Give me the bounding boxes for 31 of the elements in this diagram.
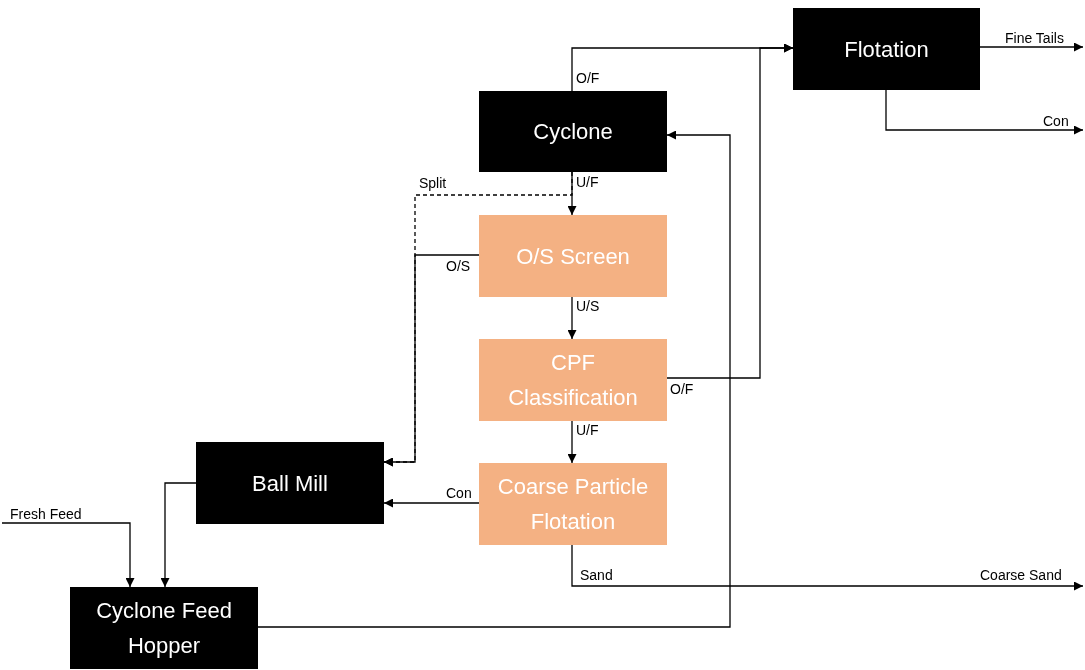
arrow [567, 420, 577, 464]
edge-label: U/S [576, 298, 600, 314]
process-box: Coarse Particle Flotation [479, 463, 667, 545]
flow-label: Coarse Sand [980, 567, 1062, 583]
process-box: Flotation [793, 8, 980, 90]
process-box: CPF Classification [479, 339, 667, 421]
edge-label: O/S [446, 258, 471, 274]
arrow [383, 254, 480, 467]
edge-label: U/F [576, 422, 599, 438]
arrow [160, 482, 197, 588]
edge-label: O/F [670, 381, 694, 397]
arrow [383, 498, 480, 508]
edge-label: Split [419, 175, 447, 191]
arrow [979, 42, 1084, 52]
arrow [257, 130, 731, 628]
edge-label: Fine Tails [1005, 30, 1064, 46]
edge-label: Fresh Feed [10, 506, 82, 522]
edge-label: Con [1043, 113, 1069, 129]
arrow [666, 43, 794, 379]
edge-label: Con [446, 485, 472, 501]
edge-label: U/F [576, 174, 599, 190]
arrow [567, 296, 577, 340]
arrow [885, 89, 1084, 135]
edge-label: O/F [576, 70, 600, 86]
arrow [571, 544, 1084, 591]
process-box: Cyclone [479, 91, 667, 172]
arrow [1, 522, 135, 588]
process-box: Cyclone Feed Hopper [70, 587, 258, 669]
edge-label: Sand [580, 567, 613, 583]
process-box: O/S Screen [479, 215, 667, 297]
process-box: Ball Mill [196, 442, 384, 524]
